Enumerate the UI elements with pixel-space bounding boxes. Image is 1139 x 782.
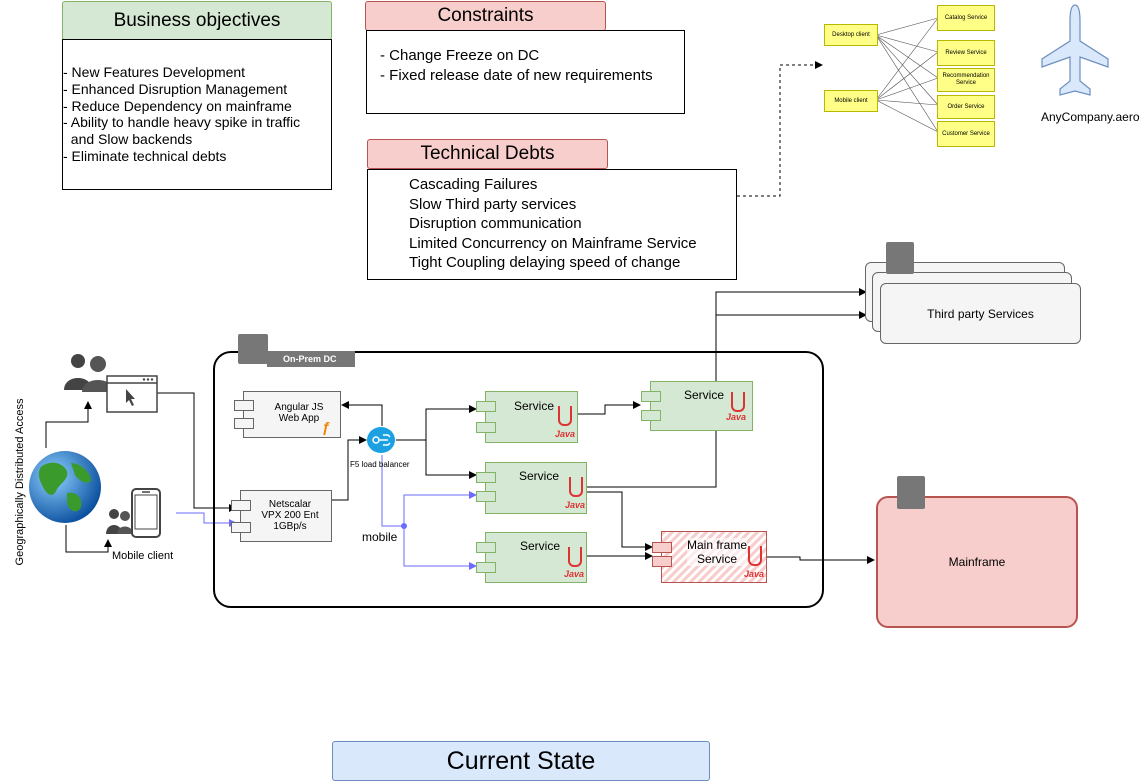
objective-item: - Eliminate technical debts bbox=[63, 147, 227, 164]
java-cup-icon bbox=[558, 406, 572, 426]
java-icon: Java bbox=[565, 500, 586, 510]
java-cup-icon bbox=[731, 392, 745, 412]
objective-item: - Ability to handle heavy spike in traff… bbox=[63, 114, 301, 131]
mainframe-building-icon bbox=[897, 476, 925, 509]
debt-item: Cascading Failures bbox=[409, 176, 538, 193]
mobile-client-label: Mobile client bbox=[112, 550, 174, 562]
java-icon: Java bbox=[564, 569, 585, 579]
mini-review-service: Review Service bbox=[937, 40, 995, 66]
debt-item: Tight Coupling delaying speed of change bbox=[409, 254, 681, 271]
constraint-item: - Fixed release date of new requirements bbox=[380, 66, 653, 84]
flask-icon: ƒ bbox=[322, 419, 331, 436]
load-balancer-icon bbox=[367, 427, 395, 453]
users-icon bbox=[64, 354, 114, 392]
mini-recommendation-service: Recommendation Service bbox=[937, 68, 995, 92]
mobile-path-label: mobile bbox=[362, 530, 398, 544]
objective-item: and Slow backends bbox=[63, 131, 193, 148]
access-label: Geographically Distributed Access bbox=[14, 398, 26, 566]
business-objectives-header: Business objectives bbox=[62, 1, 332, 40]
mini-customer-service: Customer Service bbox=[937, 121, 995, 147]
constraint-item: - Change Freeze on DC bbox=[380, 47, 540, 64]
mini-order-service: Order Service bbox=[937, 95, 995, 119]
third-party-building-icon bbox=[886, 242, 914, 274]
mainframe-service: Main frame Service Java bbox=[652, 531, 767, 583]
objective-item: - New Features Development bbox=[63, 64, 246, 80]
service-3: Service Java bbox=[476, 532, 587, 583]
objective-item: - Enhanced Disruption Management bbox=[63, 80, 288, 97]
angular-web-app: Angular JS Web App ƒ bbox=[234, 391, 341, 438]
objective-item: - Reduce Dependency on mainframe bbox=[63, 97, 292, 114]
technical-debts-header: Technical Debts bbox=[367, 139, 608, 169]
dashed-link bbox=[737, 61, 823, 197]
debt-item: Slow Third party services bbox=[409, 195, 577, 213]
globe-icon bbox=[29, 451, 101, 523]
constraints-box: - Change Freeze on DC - Fixed release da… bbox=[366, 30, 685, 114]
technical-debts-box: Cascading Failures Slow Third party serv… bbox=[367, 169, 737, 280]
netscalar-component: Netscalar VPX 200 Ent 1GBp/s bbox=[231, 490, 332, 542]
mini-catalog-service: Catalog Service bbox=[937, 5, 995, 31]
airplane-icon bbox=[1041, 4, 1109, 96]
java-icon: Java bbox=[726, 412, 747, 422]
mini-desktop-client: Desktop client bbox=[824, 24, 878, 46]
datacenter-building-icon bbox=[238, 334, 268, 364]
service-1: Service Java bbox=[476, 391, 578, 443]
brand-label: AnyCompany.aero bbox=[1041, 110, 1139, 124]
business-objectives-box: - New Features Development - Enhanced Di… bbox=[62, 39, 332, 190]
constraints-header: Constraints bbox=[365, 1, 606, 31]
java-cup-icon bbox=[569, 477, 583, 497]
mobile-user-icon bbox=[106, 509, 133, 534]
service-4: Service Java bbox=[641, 381, 753, 431]
debt-item: Disruption communication bbox=[409, 215, 582, 232]
java-icon: Java bbox=[555, 429, 576, 439]
load-balancer-label: F5 load balancer bbox=[350, 460, 410, 469]
onprem-dc-tab: On-Prem DC bbox=[267, 351, 355, 367]
service-2: Service Java bbox=[476, 462, 587, 514]
current-state-title: Current State bbox=[332, 741, 710, 781]
mainframe: Mainframe bbox=[876, 496, 1078, 628]
smartphone-icon bbox=[131, 488, 161, 538]
debt-item: Limited Concurrency on Mainframe Service bbox=[409, 234, 697, 252]
java-icon: Java bbox=[744, 569, 765, 579]
onprem-dc-container bbox=[213, 351, 824, 608]
mini-mobile-client: Mobile client bbox=[824, 90, 878, 112]
third-party-services: Third party Services bbox=[880, 283, 1081, 344]
java-cup-icon bbox=[748, 546, 762, 566]
browser-icon bbox=[106, 375, 158, 413]
java-cup-icon bbox=[568, 547, 582, 567]
